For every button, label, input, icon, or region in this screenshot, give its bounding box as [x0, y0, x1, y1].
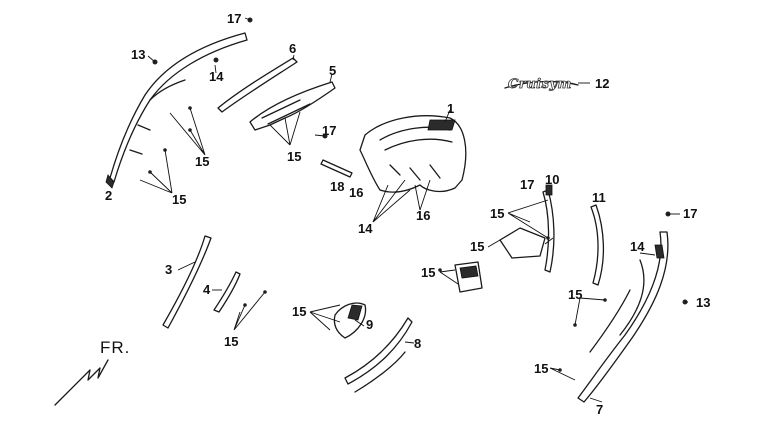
callout-13: 13: [131, 47, 146, 62]
callout-15: 15: [470, 239, 485, 254]
part-5-bracket: [249, 81, 336, 131]
screws: [148, 17, 688, 372]
callout-15: 15: [490, 206, 505, 221]
callout-5: 5: [329, 63, 337, 78]
callout-17: 17: [520, 177, 535, 192]
part-4-small-trim: [213, 271, 241, 313]
callout-15: 15: [224, 334, 239, 349]
bracket-middle: [499, 227, 546, 259]
callout-15: 15: [292, 304, 307, 319]
callout-11: 11: [592, 190, 606, 205]
callout-15: 15: [421, 265, 436, 280]
front-direction-arrow: [54, 359, 109, 406]
callout-2: 2: [105, 188, 113, 203]
part-3-trim: [162, 235, 212, 329]
callout-16: 16: [416, 208, 431, 223]
part-box-connector: [454, 261, 483, 293]
callout-6: 6: [289, 41, 297, 56]
callout-14: 14: [209, 69, 224, 84]
callout-14: 14: [630, 239, 645, 254]
callout-10: 10: [545, 172, 560, 187]
front-direction-label: FR.: [100, 338, 131, 357]
logo-swoosh: [504, 80, 579, 89]
callout-17: 17: [227, 11, 242, 26]
part-11-side-strip: [590, 204, 605, 286]
callout-17: 17: [322, 123, 337, 138]
part-10-side-strip: [542, 189, 555, 273]
callout-15: 15: [172, 192, 187, 207]
callout-13: 13: [696, 295, 711, 310]
part-2-front-cover-left: [105, 32, 248, 189]
callout-7: 7: [596, 402, 604, 417]
callout-17: 17: [683, 206, 698, 221]
part-7-front-cover-right: [577, 231, 669, 403]
part-6-trim-strip: [217, 57, 298, 113]
callout-3: 3: [165, 262, 173, 277]
callout-14: 14: [358, 221, 373, 236]
callout-18: 18: [330, 179, 345, 194]
callout-4: 4: [203, 282, 211, 297]
callout-12: 12: [595, 76, 610, 91]
callout-15: 15: [534, 361, 549, 376]
part-18-rod: [320, 159, 353, 178]
cruisym-logo: Cruisym: [508, 77, 572, 93]
callout-9: 9: [366, 317, 374, 332]
part-8-lower-trim: [344, 317, 413, 385]
callout-1: 1: [447, 101, 455, 116]
callout-15: 15: [195, 154, 210, 169]
callout-15: 15: [568, 287, 583, 302]
callout-8: 8: [414, 336, 422, 351]
callout-15: 15: [287, 149, 302, 164]
leader-lines: [139, 17, 688, 403]
callout-16: 16: [349, 185, 364, 200]
part-1-inner-shield: [359, 115, 467, 193]
